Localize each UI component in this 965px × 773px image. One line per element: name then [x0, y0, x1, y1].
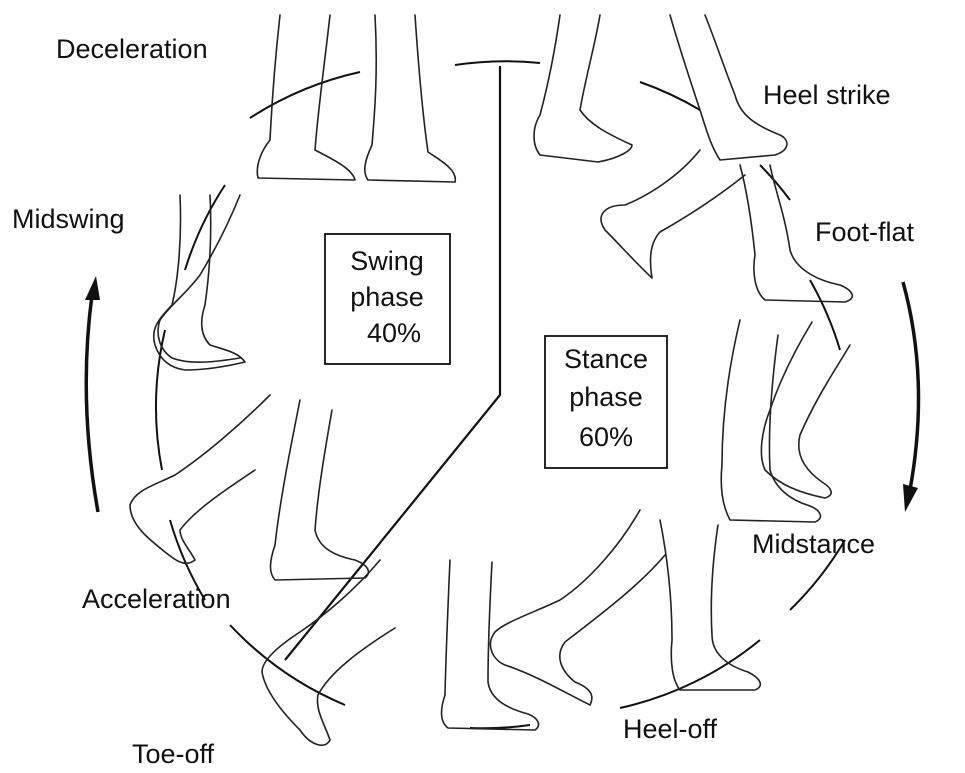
swing-phase-line1: Swing: [350, 246, 424, 276]
swing-phase-percent: 40%: [367, 318, 421, 348]
leg-foot-flat-1: [601, 150, 745, 278]
label-deceleration: Deceleration: [56, 34, 208, 64]
label-midswing: Midswing: [12, 204, 125, 234]
label-heel-strike: Heel strike: [763, 80, 891, 110]
label-foot-flat: Foot-flat: [815, 217, 915, 247]
leg-midswing-1: [154, 195, 245, 370]
leg-heel-off-2: [660, 520, 760, 690]
leg-midstance-2: [761, 322, 850, 498]
leg-midswing-2: [158, 195, 240, 362]
leg-deceleration-2: [365, 15, 456, 182]
leg-heel-strike-1: [534, 15, 632, 162]
label-heel-off: Heel-off: [623, 714, 718, 744]
stance-phase-box: Stance phase 60%: [545, 336, 667, 468]
label-acceleration: Acceleration: [82, 584, 231, 614]
stance-phase-line2: phase: [569, 382, 643, 412]
leg-deceleration-1: [257, 15, 355, 180]
leg-heel-off-1: [490, 510, 665, 705]
leg-toe-off-1: [262, 560, 395, 745]
leg-acceleration-2: [270, 400, 368, 580]
stance-phase-percent: 60%: [579, 422, 633, 452]
left-arrow: [85, 276, 100, 512]
right-arrow: [903, 282, 919, 512]
swing-phase-line2: phase: [350, 282, 424, 312]
stance-phase-line1: Stance: [564, 344, 648, 374]
leg-acceleration-1: [130, 395, 270, 563]
label-toe-off: Toe-off: [132, 739, 215, 769]
swing-phase-box: Swing phase 40%: [325, 234, 450, 364]
label-midstance: Midstance: [752, 529, 875, 559]
